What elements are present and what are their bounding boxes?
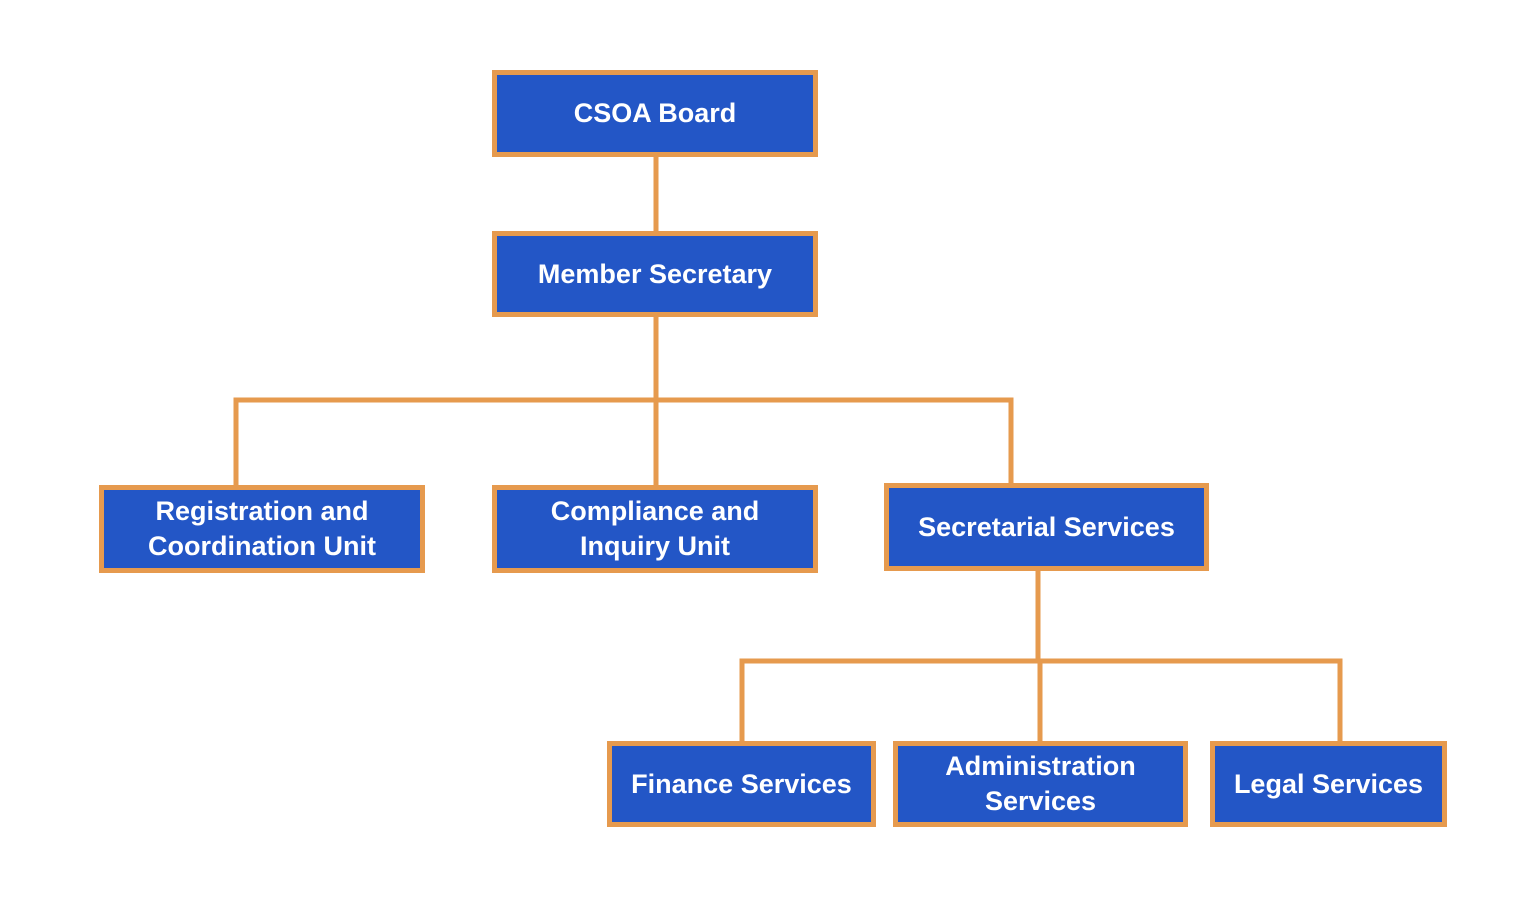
node-finance-services: Finance Services: [607, 741, 876, 827]
node-csoa-board: CSOA Board: [492, 70, 818, 157]
node-member-secretary: Member Secretary: [492, 231, 818, 317]
node-administration-services: Administration Services: [893, 741, 1188, 827]
node-secretarial-services: Secretarial Services: [884, 483, 1209, 571]
node-legal-services: Legal Services: [1210, 741, 1447, 827]
node-compliance-inquiry-unit: Compliance and Inquiry Unit: [492, 485, 818, 573]
node-registration-coordination-unit: Registration and Coordination Unit: [99, 485, 425, 573]
